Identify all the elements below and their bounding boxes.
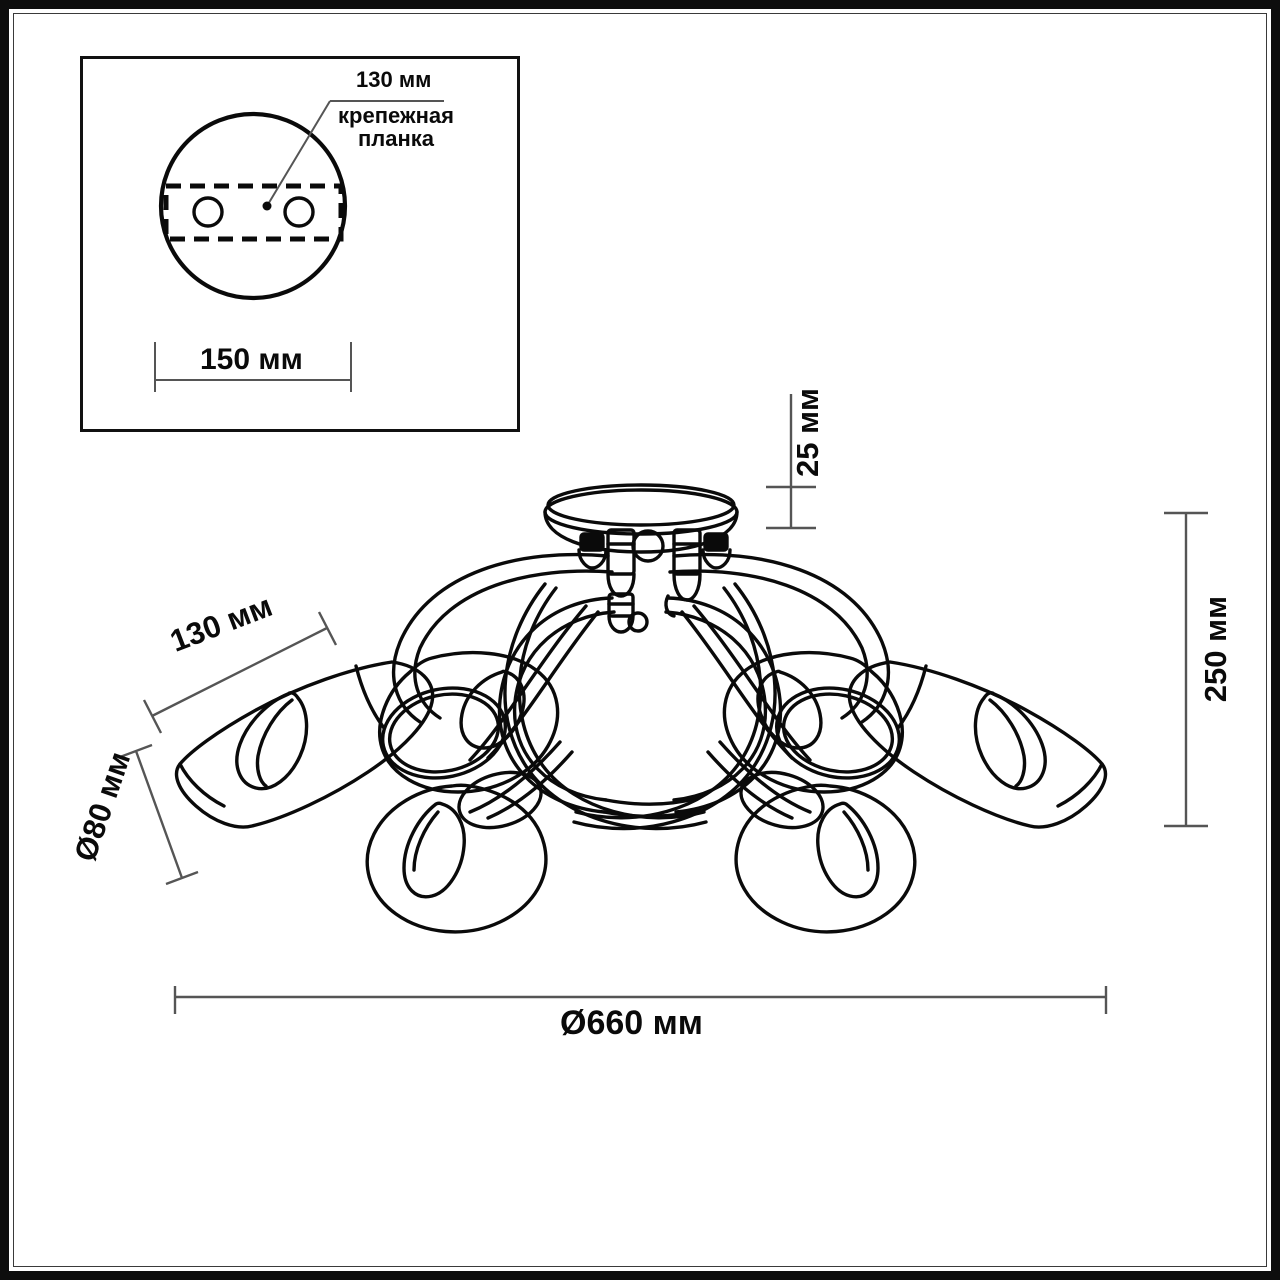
bracket-name-line1: крепежная	[338, 103, 454, 128]
dim-canopy-150	[154, 342, 352, 392]
mounting-bracket-outline	[163, 183, 344, 242]
arm-swirl-group	[391, 552, 891, 831]
dim-shade-diameter	[119, 743, 199, 886]
dim-canopy-height	[766, 394, 816, 530]
bracket-leader-line	[262, 100, 444, 211]
bracket-width-label: 130 мм	[356, 67, 432, 92]
ceiling-mount-detail-panel	[80, 56, 520, 432]
shade-right-lower	[734, 770, 917, 934]
overall-diameter-label: Ø660 мм	[560, 1004, 703, 1042]
bracket-name-label: крепежная планка	[336, 104, 456, 150]
shade-left-middle	[378, 650, 560, 794]
overall-height-label: 250 мм	[1198, 596, 1233, 703]
canopy-height-label: 25 мм	[790, 388, 825, 477]
canopy-circle	[158, 111, 348, 301]
shade-left-outer	[174, 660, 435, 829]
screw-hole-left	[192, 196, 224, 228]
shade-left-lower	[365, 770, 548, 934]
canopy-fittings	[577, 528, 732, 634]
bracket-name-line2: планка	[357, 126, 435, 152]
screw-hole-right	[283, 196, 315, 228]
dim-arm-length	[142, 611, 338, 734]
canopy-diameter-label: 150 мм	[200, 343, 303, 376]
dim-overall-diameter	[173, 986, 1108, 1014]
dim-overall-height	[1164, 511, 1208, 828]
